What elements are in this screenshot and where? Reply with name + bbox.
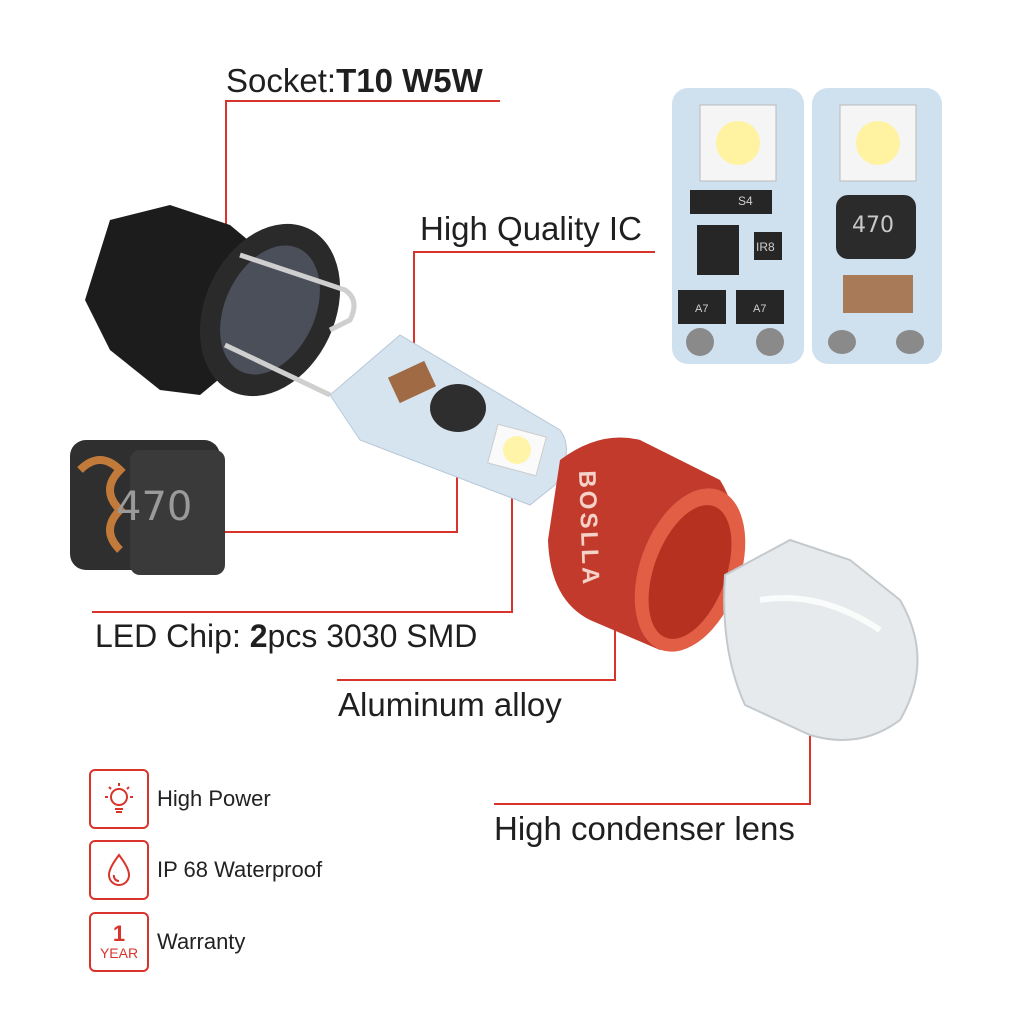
led-chip-label: LED Chip: 2pcs 3030 SMD bbox=[95, 618, 477, 655]
led-label-rest: pcs 3030 SMD bbox=[267, 618, 478, 654]
pcb-transistor-marking-1: A7 bbox=[695, 303, 709, 315]
socket-image bbox=[85, 205, 357, 398]
ic-label: High Quality IC bbox=[420, 210, 642, 247]
brand-text: BOSLLA bbox=[573, 470, 605, 588]
socket-callout-line bbox=[225, 100, 500, 235]
socket-label: Socket:T10 W5W bbox=[226, 62, 483, 100]
feature-waterproof: IP 68 Waterproof bbox=[89, 840, 322, 900]
pcb-inductor-marking: 470 bbox=[852, 213, 894, 238]
pcb-ic-marking: IR8 bbox=[756, 240, 775, 254]
lens-image bbox=[723, 538, 919, 741]
one-year-icon: 1 YEAR bbox=[89, 912, 149, 972]
pcb-diode-marking: S4 bbox=[738, 194, 753, 208]
socket-label-prefix: Socket: bbox=[226, 62, 337, 99]
led-label-prefix: LED Chip: bbox=[95, 618, 250, 654]
pcb-image bbox=[329, 334, 567, 506]
sun-bulb-icon bbox=[89, 769, 149, 829]
aluminum-sleeve-image bbox=[548, 437, 746, 652]
callout-lines bbox=[92, 100, 811, 805]
pcb-front-photo bbox=[672, 88, 804, 364]
aluminum-label: Aluminum alloy bbox=[338, 686, 562, 723]
warranty-unit: YEAR bbox=[99, 945, 139, 961]
feature-label: IP 68 Waterproof bbox=[157, 857, 323, 882]
ic-callout-line bbox=[413, 251, 655, 360]
pcb-transistor-marking-2: A7 bbox=[753, 303, 767, 315]
led-callout-line bbox=[92, 460, 513, 613]
lens-label: High condenser lens bbox=[494, 810, 795, 847]
feature-label: High Power bbox=[157, 786, 271, 811]
feature-high-power: High Power bbox=[89, 769, 271, 829]
socket-label-value: T10 W5W bbox=[336, 62, 483, 99]
water-drop-icon bbox=[89, 840, 149, 900]
feature-label: Warranty bbox=[157, 929, 246, 954]
inductor-marking: 470 bbox=[116, 484, 193, 530]
feature-warranty: 1 YEAR Warranty bbox=[89, 912, 245, 972]
inductor-image bbox=[70, 440, 225, 575]
warranty-number: 1 bbox=[112, 921, 126, 946]
led-label-count: 2 bbox=[249, 618, 268, 654]
pcb-back-photo bbox=[812, 88, 942, 364]
